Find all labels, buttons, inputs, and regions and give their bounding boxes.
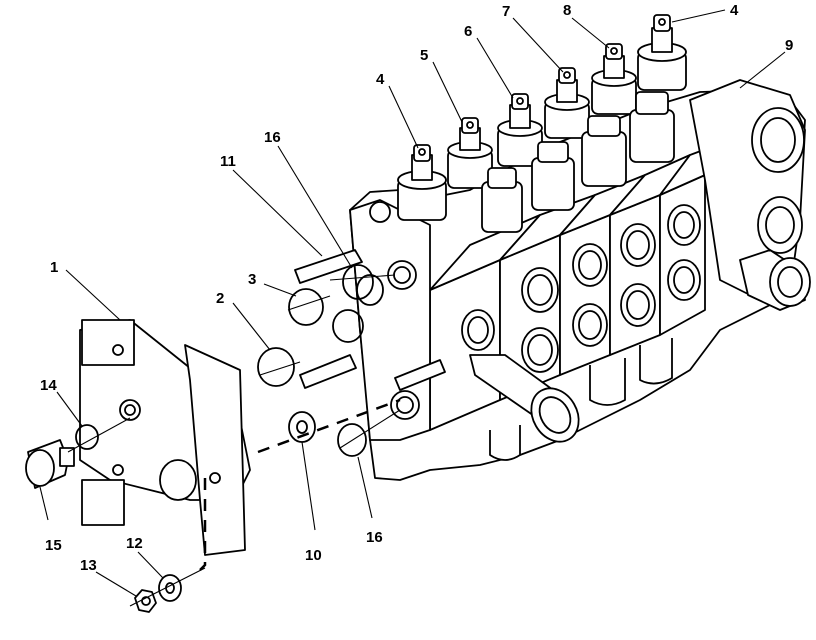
washer-10 [288, 411, 316, 443]
callout-labels: 1 2 3 4 4 5 6 7 8 9 10 11 12 13 14 15 16… [40, 2, 793, 574]
leader-lines [39, 9, 786, 597]
callout-7: 7 [502, 3, 510, 20]
o-ring-14 [75, 424, 99, 450]
spool-cap-4-left [397, 144, 447, 221]
callout-3: 3 [248, 271, 256, 288]
callout-15: 15 [45, 537, 62, 554]
o-ring-16-lower [337, 423, 367, 457]
assembly-lines [67, 274, 401, 607]
end-cover-plate [79, 319, 251, 556]
o-ring-3 [288, 288, 324, 326]
seat-ring [332, 309, 364, 343]
callout-5: 5 [420, 47, 428, 64]
callout-16-lower: 16 [366, 529, 383, 546]
callout-4-right: 4 [730, 2, 739, 19]
callout-2: 2 [216, 290, 224, 307]
inlet-section [689, 79, 811, 311]
washer-12 [158, 574, 182, 602]
o-ring-16-upper-b [356, 274, 384, 306]
callout-11: 11 [220, 153, 236, 170]
callout-16-upper: 16 [264, 129, 281, 146]
callout-14: 14 [40, 377, 57, 394]
callout-6: 6 [464, 23, 472, 40]
callout-9: 9 [785, 37, 793, 54]
o-ring-2 [257, 347, 295, 387]
callout-10: 10 [305, 547, 322, 564]
spool-cap-7 [544, 67, 590, 139]
spool-cap-4-right [637, 14, 687, 91]
spool-cap-5 [447, 117, 493, 189]
spool-cap-6 [497, 93, 543, 167]
nut-13 [134, 589, 157, 613]
plug [25, 439, 75, 489]
callout-4-left: 4 [376, 71, 385, 88]
callout-8: 8 [563, 2, 571, 19]
stud-bolts [294, 249, 446, 391]
valve-bank-body [349, 89, 806, 481]
callout-12: 12 [126, 535, 143, 552]
spool-caps [397, 14, 687, 233]
spool-cap-8 [591, 43, 637, 115]
o-ring-16-upper [342, 264, 374, 300]
callout-1: 1 [50, 259, 58, 276]
callout-13: 13 [80, 557, 97, 574]
